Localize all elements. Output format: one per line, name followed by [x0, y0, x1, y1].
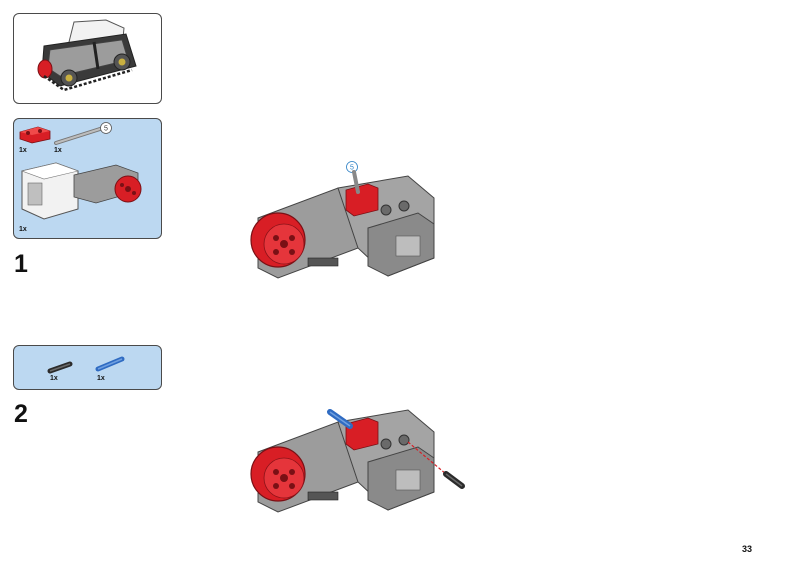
- grey-axle-icon: [54, 127, 102, 145]
- axle-length-circle: [100, 122, 112, 134]
- blue-axle-pin-icon: [327, 409, 353, 429]
- black-pin-part: [47, 361, 73, 374]
- red-cross-block-icon: [19, 126, 51, 144]
- motor-assembly-icon: [250, 409, 435, 513]
- model-preview-panel: [13, 13, 162, 104]
- step-1-parts-panel: 1x 5 1x 1x: [13, 118, 162, 239]
- black-pin-icon: [443, 471, 465, 489]
- step-number: 1: [14, 250, 28, 278]
- part-qty: 1x: [19, 226, 27, 233]
- insert-direction-arrow: [407, 441, 447, 475]
- step-number: 2: [14, 400, 28, 428]
- part-qty: 1x: [19, 147, 27, 154]
- axle-length-callout: 5: [346, 161, 358, 173]
- red-cross-block-part: [19, 126, 51, 144]
- step-1-assembly: 5: [250, 161, 435, 279]
- step-2-parts-panel: 1x 1x: [13, 345, 162, 390]
- part-qty: 1x: [54, 147, 62, 154]
- svg-text:5: 5: [350, 165, 354, 172]
- motor-assembly-icon: [250, 170, 435, 279]
- tracked-robot-illustration: [37, 19, 137, 92]
- large-motor-icon: [20, 162, 142, 220]
- page-number: 33: [742, 544, 753, 554]
- axle-length-label: 5: [104, 126, 108, 133]
- tracked-robot-icon: [37, 19, 137, 92]
- blue-axle-pin-icon: [95, 356, 125, 372]
- step-2-assembly: [250, 409, 465, 513]
- large-motor-part: [20, 162, 142, 220]
- grey-axle-part: 5: [54, 122, 112, 145]
- blue-axle-pin-part: [95, 356, 125, 372]
- part-qty: 1x: [50, 375, 58, 382]
- part-qty: 1x: [97, 375, 105, 382]
- black-pin-icon: [47, 361, 73, 374]
